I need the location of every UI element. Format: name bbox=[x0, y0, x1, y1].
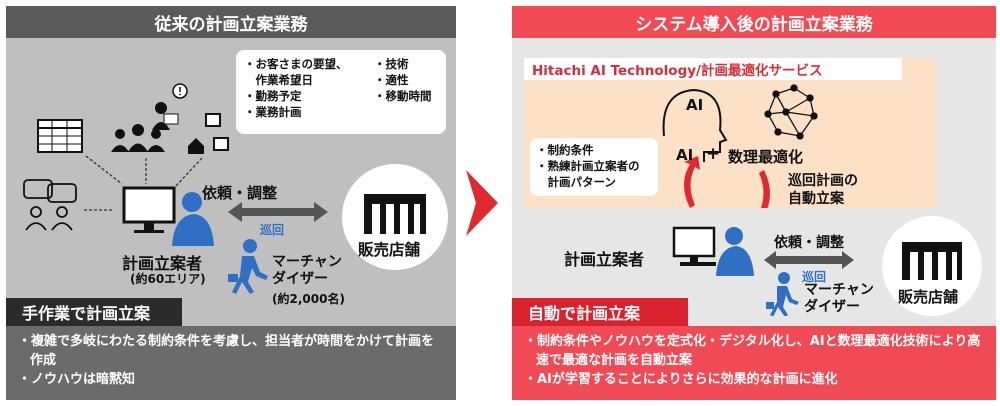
ai-service-box: Hitachi AI Technology/計画最適化サービス bbox=[524, 58, 936, 208]
optimization-label: 数理最適化 bbox=[728, 148, 804, 166]
planner-person-icon bbox=[172, 192, 214, 246]
store-label: 販売店舗 bbox=[898, 288, 959, 306]
store-circle: 販売店舗 bbox=[882, 216, 982, 316]
store-icon bbox=[364, 194, 426, 234]
patrol-label: 巡回 bbox=[260, 223, 285, 237]
chat-bubbles-icon bbox=[23, 179, 77, 231]
store-circle: 販売店舗 bbox=[342, 164, 448, 270]
planner-monitor-icon bbox=[672, 226, 716, 266]
merchandiser-label: マーチャン ダイザー bbox=[804, 282, 874, 315]
store-icon bbox=[902, 242, 962, 280]
left-bottom-item: ・ノウハウは暗黙知 bbox=[18, 372, 136, 387]
request-double-arrow bbox=[764, 251, 854, 269]
ai-head-icon bbox=[662, 88, 728, 162]
requirement-item: ・移動時間 bbox=[374, 89, 432, 103]
request-label: 依頼・調整 bbox=[774, 235, 844, 251]
planner-monitor-icon bbox=[122, 186, 176, 233]
left-panel: 従来の計画立案業務 ・お客さまの要望、 作業希望日 ・勤務予定 ・業務計画 ・技… bbox=[6, 6, 456, 400]
merchandiser-label: マーチャン ダイザー bbox=[272, 254, 342, 287]
requirement-item: ・技術 bbox=[374, 57, 409, 71]
merchandiser-icon bbox=[228, 239, 268, 294]
ai-illustration bbox=[662, 84, 818, 208]
feedback-arrows bbox=[684, 156, 770, 208]
constraints-bubble: ・制約条件 ・熟練計画立案者の 計画パターン bbox=[530, 138, 658, 196]
requirement-item: ・適性 bbox=[374, 73, 409, 87]
requirement-item: ・業務計画 bbox=[244, 105, 302, 119]
network-icon bbox=[764, 84, 818, 140]
plus-sign: + bbox=[706, 144, 721, 164]
right-panel: システム導入後の計画立案業務 Hitachi AI Technology/計画最… bbox=[512, 6, 996, 400]
left-illustration bbox=[23, 83, 328, 294]
ai-service-title: Hitachi AI Technology/計画最適化サービス bbox=[524, 58, 902, 80]
constraint-item: ・制約条件 bbox=[536, 143, 594, 157]
patrol-label: 巡回 bbox=[802, 270, 827, 284]
requirements-col2: ・技術 ・適性 ・移動時間 bbox=[374, 56, 432, 104]
auto-planning-label: 自動で計画立案 bbox=[512, 298, 688, 326]
planner-label: 計画立案者 bbox=[122, 254, 203, 273]
left-panel-title: 従来の計画立案業務 bbox=[6, 6, 456, 38]
spreadsheet-icon bbox=[37, 119, 83, 153]
left-bottom-box: ・複雑で多岐にわたる制約条件を考慮し、担当者が時間をかけて計画を作成 ・ノウハウ… bbox=[6, 326, 456, 400]
planner-sub-label: (約60エリア) bbox=[130, 272, 206, 286]
buildings-icon bbox=[188, 113, 229, 154]
request-double-arrow bbox=[228, 202, 328, 222]
planner-label: 計画立案者 bbox=[564, 250, 645, 269]
exclamation-icon bbox=[172, 83, 188, 99]
request-label: 依頼・調整 bbox=[202, 184, 278, 202]
dashed-arrows bbox=[84, 155, 203, 211]
planner-person-icon bbox=[716, 227, 754, 276]
requirement-item: ・勤務予定 bbox=[244, 89, 302, 103]
constraint-item: 計画パターン bbox=[536, 175, 616, 189]
manual-planning-label: 手作業で計画立案 bbox=[6, 298, 182, 326]
right-bottom-item: ・制約条件やノウハウを定式化・デジタル化し、AIと数理最適化技術により高速で最適… bbox=[524, 334, 981, 368]
store-label: 販売店舗 bbox=[358, 241, 421, 259]
right-panel-title: システム導入後の計画立案業務 bbox=[512, 6, 996, 38]
meeting-people-icon bbox=[111, 102, 179, 152]
requirements-col1: ・お客さまの要望、 作業希望日 ・勤務予定 ・業務計画 bbox=[244, 56, 348, 120]
right-bottom-box: ・制約条件やノウハウを定式化・デジタル化し、AIと数理最適化技術により高速で最適… bbox=[512, 326, 996, 400]
requirement-item: ・お客さまの要望、 bbox=[244, 57, 348, 71]
ai-label: AI bbox=[676, 146, 694, 164]
right-bottom-item: ・AIが学習することによりさらに効果的な計画に進化 bbox=[524, 372, 838, 387]
right-bottom-illustration bbox=[672, 226, 854, 316]
constraint-item: ・熟練計画立案者の bbox=[536, 159, 640, 173]
ai-head-label: AI bbox=[686, 96, 704, 114]
left-bottom-item: ・複雑で多岐にわたる制約条件を考慮し、担当者が時間をかけて計画を作成 bbox=[18, 334, 435, 368]
requirements-bubble: ・お客さまの要望、 作業希望日 ・勤務予定 ・業務計画 ・技術 ・適性 ・移動時… bbox=[236, 50, 446, 134]
auto-plan-label: 巡回計画の 自動立案 bbox=[788, 173, 858, 207]
requirement-item: 作業希望日 bbox=[244, 73, 313, 87]
merchandiser-icon bbox=[766, 272, 799, 316]
merchandiser-sub-label: (約2,000名) bbox=[272, 292, 345, 306]
transition-arrow-icon bbox=[466, 170, 498, 236]
